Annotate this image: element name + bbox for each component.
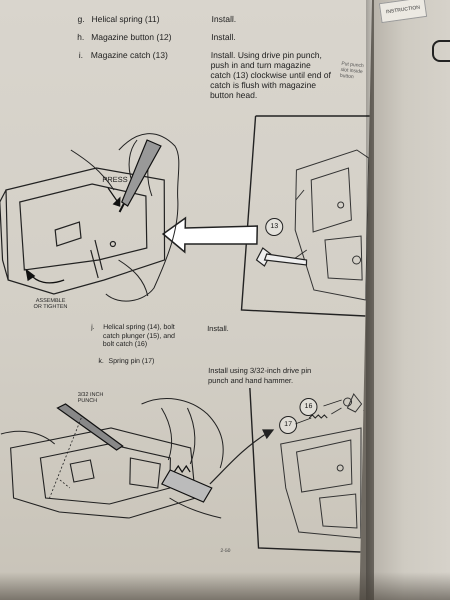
- hammer-drawing: [161, 464, 213, 503]
- lower-receiver-drawing: [0, 167, 166, 295]
- step-j-action: Install.: [207, 324, 229, 333]
- guide-lines: [49, 417, 82, 499]
- figure-bolt-catch: [0, 388, 364, 553]
- facing-page: [374, 0, 450, 600]
- arrow-to-inset-2: [209, 429, 275, 485]
- step-j-part-line: catch plunger (15), and: [102, 332, 176, 340]
- step-i-action-line: button head.: [209, 90, 258, 100]
- assemble-label-line: OR TIGHTEN: [33, 304, 68, 310]
- facing-page-bracket: [432, 40, 450, 62]
- page-gutter-shadow: [366, 0, 376, 600]
- assemble-label: ASSEMBLE OR TIGHTEN: [34, 298, 68, 310]
- step-k-part: Spring pin (17): [108, 358, 155, 365]
- step-k-marker: k.: [98, 358, 104, 365]
- step-i-part: Magazine catch (13): [90, 50, 168, 60]
- step-k-action-line: Install using 3/32-inch drive pin: [208, 366, 312, 375]
- inset-frame: [240, 115, 370, 317]
- press-label: PRESS: [102, 175, 128, 184]
- step-i-action-block: Install. Using drive pin punch, push in …: [210, 50, 332, 100]
- drive-punch-drawing: [118, 139, 162, 213]
- step-i-action-line: push in and turn magazine: [210, 60, 311, 70]
- spring-pieces: [308, 414, 328, 419]
- press-arrow: [107, 187, 121, 207]
- step-h-action: Install.: [211, 32, 236, 42]
- step-i-action-line: catch (13) clockwise until end of: [210, 70, 332, 80]
- step-h-part: Magazine button (12): [91, 32, 172, 42]
- step-k-action-block: Install using 3/32-inch drive pin punch …: [208, 366, 311, 385]
- step-h-marker: h.: [77, 32, 85, 42]
- page-number: 2-50: [220, 548, 231, 554]
- step-i-action-line: Install. Using drive pin punch,: [210, 50, 322, 60]
- hand-drawing: [70, 133, 180, 302]
- inset-receiver-2: [280, 393, 364, 539]
- magazine-catch-part: [255, 247, 308, 267]
- step-g-marker: g.: [77, 14, 85, 24]
- bottom-shadow: [0, 572, 450, 600]
- step-j-part-block: Helical spring (14), bolt catch plunger …: [103, 324, 176, 350]
- drive-punch-drawing-2: [56, 403, 124, 451]
- step-g-part: Helical spring (11): [91, 14, 160, 24]
- hand-drawing-2: [0, 398, 224, 519]
- step-g-action: Install.: [211, 14, 237, 24]
- inset-receiver: [292, 149, 370, 301]
- margin-note: Put punch slot inside button: [339, 61, 364, 81]
- step-k-action-line: punch and hand hammer.: [207, 375, 294, 385]
- step-j-marker: j.: [91, 324, 95, 331]
- step-i-action-line: catch is flush with magazine: [210, 80, 317, 90]
- punch-label-line: PUNCH: [77, 398, 98, 404]
- callout-leaders: [294, 399, 342, 425]
- step-i-marker: i.: [78, 50, 84, 60]
- figure-magazine-catch: [0, 115, 370, 317]
- step-j-part-line: Helical spring (14), bolt: [103, 324, 175, 331]
- punch-label: 3/32 INCH PUNCH: [78, 392, 104, 404]
- step-j-part-line: bolt catch (16): [102, 341, 148, 348]
- manual-page: g. Helical spring (11) Install. h. Magaz…: [0, 0, 372, 600]
- arrow-to-inset: [161, 216, 259, 254]
- assemble-arrow: [25, 268, 65, 284]
- inset-frame-2: [249, 388, 361, 553]
